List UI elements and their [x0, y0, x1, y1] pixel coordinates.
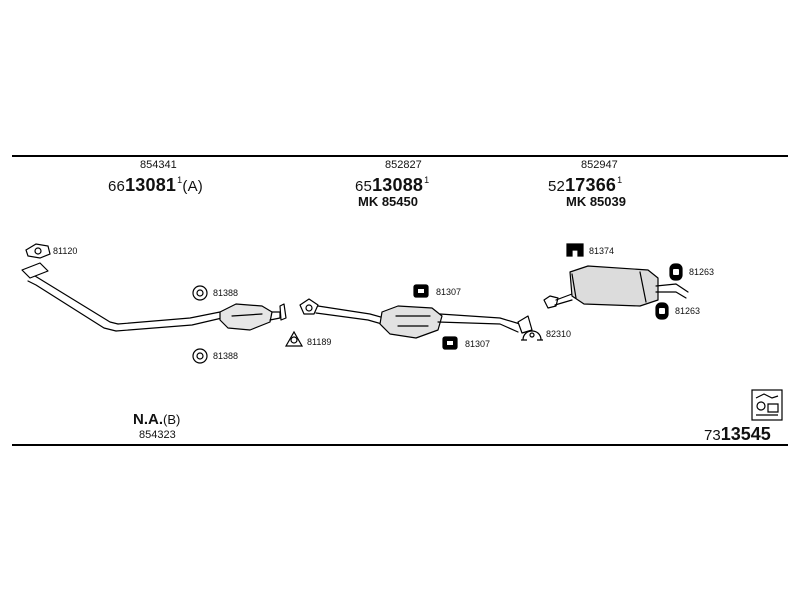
bracket-81374-icon — [566, 243, 584, 257]
rubber-mount-81263-icon — [655, 302, 669, 320]
part-label-82310: 82310 — [546, 329, 572, 339]
part-label-81307: 81307 — [436, 287, 462, 297]
group-3-catalog-sup: 1 — [617, 175, 623, 185]
na-label-text: N.A. — [133, 411, 163, 428]
top-rule — [12, 155, 788, 157]
group-2-catalog: 65130881 — [355, 175, 430, 195]
group-2-catalog-main: 13088 — [372, 175, 424, 195]
part-label-81388: 81388 — [213, 351, 239, 361]
bracket-81307-icon — [413, 284, 429, 298]
part-label-81189: 81189 — [307, 337, 332, 347]
diagram-id-prefix: 73 — [704, 427, 721, 444]
catalytic-converter — [219, 303, 287, 331]
group-1-catalog-main: 13081 — [125, 175, 177, 195]
ring-gasket-81189-icon — [284, 330, 304, 347]
group-1-catalog-prefix: 66 — [108, 178, 126, 195]
group-3-mk: MK 85039 — [566, 194, 626, 209]
group-2-mk: MK 85450 — [358, 194, 418, 209]
flange-ring — [299, 298, 319, 315]
group-3-catalog: 52173661 — [548, 175, 623, 195]
diagram-id: 7313545 — [704, 425, 771, 443]
group-2-ref: 852827 — [385, 159, 422, 171]
na-label-suffix: (B) — [163, 412, 181, 427]
part-label-81120: 81120 — [53, 246, 78, 256]
part-label-81263: 81263 — [675, 306, 701, 316]
part-label-81388: 81388 — [213, 288, 239, 298]
diagram-id-main: 13545 — [720, 424, 771, 444]
group-2-catalog-prefix: 65 — [355, 178, 373, 195]
group-1-ref: 854341 — [140, 159, 177, 171]
bottom-rule — [12, 444, 788, 446]
group-1-catalog: 66130811(A) — [108, 175, 203, 195]
bracket-81307-icon — [442, 336, 458, 350]
group-1-catalog-sup: 1 — [177, 175, 183, 185]
rubber-mount-81263-icon — [669, 263, 683, 281]
group-1-catalog-suffix: (A) — [182, 178, 203, 195]
group-3-catalog-prefix: 52 — [548, 178, 566, 195]
clamp-82310-icon — [521, 330, 543, 341]
group-3-ref: 852947 — [581, 159, 618, 171]
rubber-mount-81388-icon — [192, 348, 208, 364]
gasket-81120-icon — [25, 243, 51, 259]
part-label-81307: 81307 — [465, 339, 491, 349]
rubber-mount-81388-icon — [192, 285, 208, 301]
front-pipe — [21, 262, 223, 332]
part-label-81263: 81263 — [689, 267, 715, 277]
group-2-catalog-sup: 1 — [424, 175, 430, 185]
part-label-81374: 81374 — [589, 246, 615, 256]
na-label: N.A.(B) — [133, 412, 180, 427]
centre-pipe — [315, 305, 533, 339]
group-3-catalog-main: 17366 — [565, 175, 617, 195]
na-ref: 854323 — [139, 429, 176, 441]
reference-pictogram-icon — [751, 389, 783, 421]
rear-silencer — [543, 265, 689, 309]
